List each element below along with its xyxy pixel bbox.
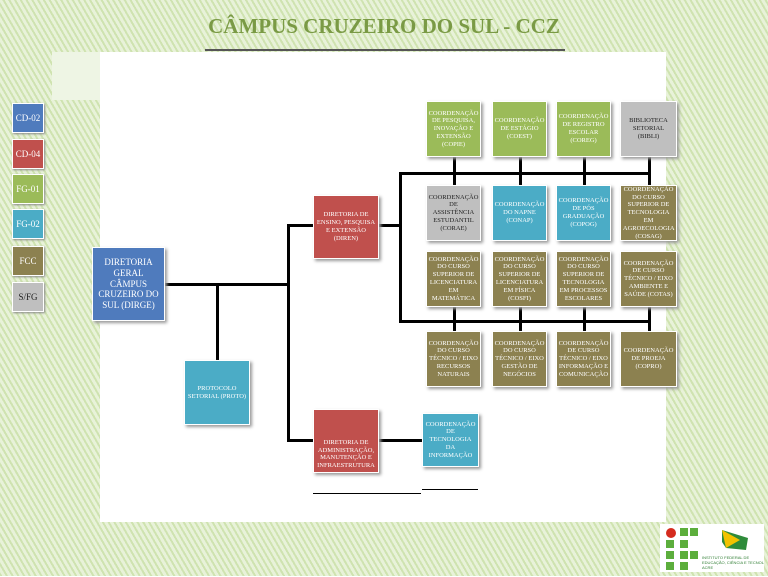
legend-cd02: CD-02	[12, 103, 44, 133]
connector	[399, 320, 651, 323]
connector	[453, 320, 456, 331]
connector	[378, 439, 422, 442]
connector	[378, 224, 401, 227]
node-coord[interactable]: COORDENAÇÃO DE REGISTRO ESCOLAR (COREG)	[556, 101, 611, 157]
svg-text:EDUCAÇÃO, CIÊNCIA E TECNOLOGIA: EDUCAÇÃO, CIÊNCIA E TECNOLOGIA	[702, 560, 764, 565]
connector	[165, 283, 289, 286]
node-coord[interactable]: COORDENAÇÃO DE PROEJA (COPRO)	[620, 331, 677, 387]
legend-fcc: FCC	[12, 246, 44, 276]
node-coord[interactable]: COORDENAÇÃO DO CURSO TÉCNICO / EIXO RECU…	[426, 331, 481, 387]
legend-cd04: CD-04	[12, 139, 44, 169]
node-coord[interactable]: COORDENAÇÃO DO CURSO SUPERIOR DE LICENCI…	[426, 251, 481, 307]
underline	[422, 489, 478, 490]
node-coord[interactable]: COORDENAÇÃO DE CURSO TÉCNICO / EIXO INFO…	[556, 331, 611, 387]
connector	[453, 157, 456, 173]
node-dirge[interactable]: DIRETORIA GERAL CÂMPUS CRUZEIRO DO SUL (…	[92, 247, 165, 321]
page-title: CÂMPUS CRUZEIRO DO SUL - CCZ	[208, 14, 560, 38]
node-coord[interactable]: COORDENAÇÃO DE PESQUISA, INOVAÇÃO E EXTE…	[426, 101, 481, 157]
connector	[648, 172, 651, 185]
connector	[648, 307, 651, 321]
connector	[453, 307, 456, 321]
connector	[399, 172, 402, 323]
svg-text:ACRE: ACRE	[702, 565, 713, 570]
node-coord[interactable]: COORDENAÇÃO DO NAPNE (CONAP)	[492, 185, 547, 241]
legend-fg02: FG-02	[12, 209, 44, 239]
ifac-logo: INSTITUTO FEDERAL DE EDUCAÇÃO, CIÊNCIA E…	[660, 524, 768, 572]
connector	[583, 320, 586, 331]
node-diren[interactable]: DIRETORIA DE ENSINO, PESQUISA E EXTENSÃO…	[313, 195, 379, 259]
connector	[519, 320, 522, 331]
connector	[583, 307, 586, 321]
connector	[583, 172, 586, 185]
connector	[583, 157, 586, 173]
connector	[519, 157, 522, 173]
corner-decoration	[52, 52, 100, 100]
node-diram[interactable]: DIRETORIA DE ADMINISTRAÇÃO, MANUTENÇÃO E…	[313, 409, 379, 473]
connector	[216, 283, 219, 360]
connector	[399, 172, 651, 175]
svg-text:INSTITUTO FEDERAL DE: INSTITUTO FEDERAL DE	[702, 555, 749, 560]
legend-fg01: FG-01	[12, 174, 44, 204]
legend-sfg: S/FG	[12, 282, 44, 312]
node-coord[interactable]: COORDENAÇÃO DO CURSO SUPERIOR DE LICENCI…	[492, 251, 547, 307]
connector	[648, 320, 651, 331]
connector	[519, 307, 522, 321]
node-coord[interactable]: COORDENAÇÃO DO CURSO TÉCNICO / EIXO GEST…	[492, 331, 547, 387]
node-coord[interactable]: COORDENAÇÃO DE ASSISTÊNCIA ESTUDANTIL (C…	[426, 185, 481, 241]
node-coord[interactable]: COORDENAÇÃO DE PÓS GRADUAÇÃO (COPOG)	[556, 185, 611, 241]
connector	[519, 172, 522, 185]
node-coord[interactable]: COORDENAÇÃO DE ESTÁGIO (COEST)	[492, 101, 547, 157]
connector	[648, 157, 651, 173]
ifac-logo-icon: INSTITUTO FEDERAL DE EDUCAÇÃO, CIÊNCIA E…	[666, 528, 768, 570]
connector	[287, 224, 290, 441]
node-proto[interactable]: PROTOCOLO SETORIAL (PROTO)	[184, 360, 250, 425]
connector	[453, 172, 456, 185]
node-cti[interactable]: COORDENAÇÃO DE TECNOLOGIA DA INFORMAÇÃO	[422, 413, 479, 467]
underline	[313, 493, 421, 494]
connector	[287, 224, 313, 227]
title-underline	[205, 49, 565, 51]
connector	[287, 439, 313, 442]
node-coord[interactable]: COORDENAÇÃO DO CURSO SUPERIOR DE TECNOLO…	[556, 251, 611, 307]
node-coord[interactable]: COORDENAÇÃO DE CURSO TÉCNICO / EIXO AMBI…	[620, 251, 677, 307]
node-coord[interactable]: BIBLIOTECA SETORIAL (BIBLI)	[620, 101, 677, 157]
node-coord[interactable]: COORDENAÇÃO DO CURSO SUPERIOR DE TECNOLO…	[620, 185, 677, 241]
